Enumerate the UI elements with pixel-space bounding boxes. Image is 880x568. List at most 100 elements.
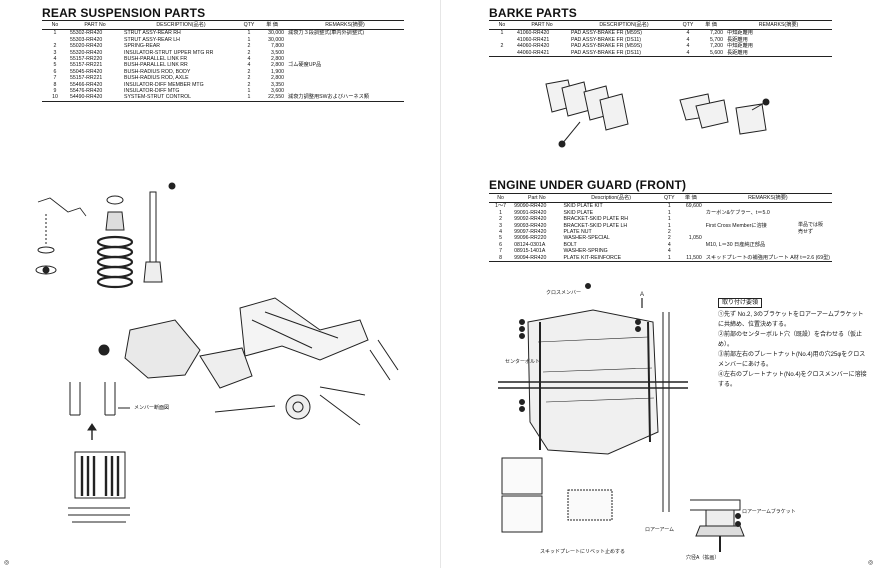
table-cell-part: 99091-RR420 (514, 209, 547, 216)
table-cell-price: 3,600 (271, 88, 284, 95)
table-cell-desc: SPRING-REAR (124, 43, 161, 50)
member-section (69, 382, 130, 440)
table-cell-part: 08915-1401A (514, 248, 546, 255)
table-cell-remarks: 長距離用 (727, 36, 748, 43)
brake-pads-diagram (545, 79, 770, 148)
table-cell-part: 99090-RR420 (514, 203, 547, 210)
table-cell-desc: BUSH-PARALLEL LINK RR (124, 62, 188, 69)
table-cell-remarks: First Cross Memberに溶接 (705, 222, 767, 229)
table-cell-desc: STRUT ASSY-REAR RH (124, 30, 181, 37)
table-cell-price: 7,800 (271, 43, 284, 50)
column-header: QTY (660, 192, 678, 204)
table-cell-qty: 2 (247, 75, 251, 82)
table-cell-qty: 2 (667, 229, 671, 236)
table-cell-remarks: スキッドプレートの補強用プレート A材 t＝2.6 (69型) (703, 254, 832, 263)
column-header: 単 価 (697, 19, 725, 31)
table-cell-part: 55157-RR220 (70, 56, 103, 63)
table-cell-part: 99096-RR220 (514, 235, 547, 242)
column-header: No (489, 19, 515, 31)
table-cell-desc: BUSH-PARALLEL LINK FR (124, 56, 188, 63)
table-cell-price: 3,350 (271, 81, 284, 88)
install-step: ④左右のプレートナット(No.4)をクロスメンバーに溶接する。 (718, 372, 867, 388)
table-cell-part: 55320-RR420 (70, 49, 103, 56)
table-cell-qty: 4 (686, 43, 690, 50)
brake-title: BARKE PARTS (489, 6, 577, 20)
column-header: QTY (679, 19, 697, 31)
table-cell-part: 55302-RR420 (70, 30, 103, 37)
table-cell-price: 30,000 (268, 36, 284, 43)
table-cell-qty: 4 (667, 241, 671, 248)
table-cell-no: 1 (500, 30, 504, 37)
table-cell-desc: INSULATOR-DIFF MEMBER MTG (124, 81, 204, 88)
table-cell-part: 44060-RR421 (515, 49, 569, 58)
rear-hub (214, 386, 366, 426)
engine-guard-title: ENGINE UNDER GUARD (FRONT) (489, 178, 687, 192)
table-cell-desc: BRACKET-SKID PLATE RH (563, 216, 628, 223)
table-cell-no: 10 (42, 94, 68, 102)
install-step: ②前部のセンターボルト穴（既設）を合わせる（仮止め）。 (718, 332, 863, 348)
table-cell-desc: PLATE KIT-REINFORCE (561, 254, 661, 263)
table-cell-remarks: 減衰力３段調整式(車内外調整式) (288, 30, 365, 37)
table-cell-no: 3 (499, 222, 502, 229)
table-cell-qty: 4 (247, 62, 251, 69)
not-sold-separately-note: 単品では販売せず (798, 222, 824, 235)
table-cell-part: 41060-RR420 (517, 30, 550, 37)
table-cell-no: 6 (499, 241, 502, 248)
hole-a-label: 穴径A（拡画） (686, 555, 720, 561)
table-cell-desc: INSULATOR-STRUT UPPER MTG RR (124, 49, 214, 56)
table-cell-part: 99092-RR420 (514, 216, 547, 223)
part-callouts (519, 283, 641, 412)
table-cell-desc: BRACKET-SKID PLATE LH (563, 222, 628, 229)
page-number-left: ◎ (4, 560, 10, 566)
table-cell-no: 1 (53, 30, 57, 37)
table-cell-remarks: 中知距離用 (727, 43, 753, 50)
table-cell-remarks: ゴム硬度UP品 (288, 62, 322, 69)
lower-arm-detail-diagram (690, 499, 745, 552)
table-cell-price: 69,600 (685, 203, 702, 210)
table-cell-qty: 2 (247, 81, 251, 88)
cross-member-label: クロスメンバー (546, 290, 582, 296)
table-cell-price: 22,550 (258, 94, 286, 102)
table-cell-desc: BOLT (563, 241, 577, 248)
table-cell-no: 9 (53, 88, 57, 95)
table-cell-desc: WASHER-SPECIAL (563, 235, 610, 242)
table-cell-no: 4 (499, 229, 502, 236)
table-cell-desc: PAD ASSY-BRAKE FR (DS11) (571, 36, 641, 43)
table-cell-no: 7 (499, 248, 502, 255)
table-cell-qty: 1 (667, 209, 671, 216)
table-cell-desc: PAD ASSY-BRAKE FR (M59S) (571, 30, 642, 37)
table-cell-no: 2 (499, 216, 502, 223)
table-cell-part: 41060-RR421 (517, 36, 550, 43)
column-header: 単 価 (677, 192, 704, 204)
table-cell-no: 1～7 (495, 203, 507, 210)
table-cell-desc: SKID PLATE (563, 209, 594, 216)
table-cell-remarks (704, 203, 832, 210)
differential (98, 319, 253, 389)
column-header: DESCRIPTION(品名) (122, 19, 240, 31)
table-cell-desc: INSULATOR-DIFF MTG (124, 88, 180, 95)
table-cell-qty: 2 (247, 49, 251, 56)
column-header: DESCRIPTION(品名) (569, 19, 679, 31)
table-cell-part: 99094-RR420 (512, 254, 562, 263)
table-cell-remarks: 長距離用 (725, 49, 832, 58)
table-cell-no (489, 49, 515, 58)
table-cell-price: 2,800 (271, 62, 284, 69)
table-cell-part: 55476-RR420 (70, 88, 103, 95)
table-cell-qty: 2 (247, 43, 251, 50)
table-cell-part: 99093-RR420 (514, 222, 547, 229)
view-a-marker: A (640, 292, 644, 298)
table-cell-qty: 1 (247, 30, 251, 37)
table-cell-remarks: 減衰力調整用SWおよびハーネス類 (286, 94, 404, 102)
